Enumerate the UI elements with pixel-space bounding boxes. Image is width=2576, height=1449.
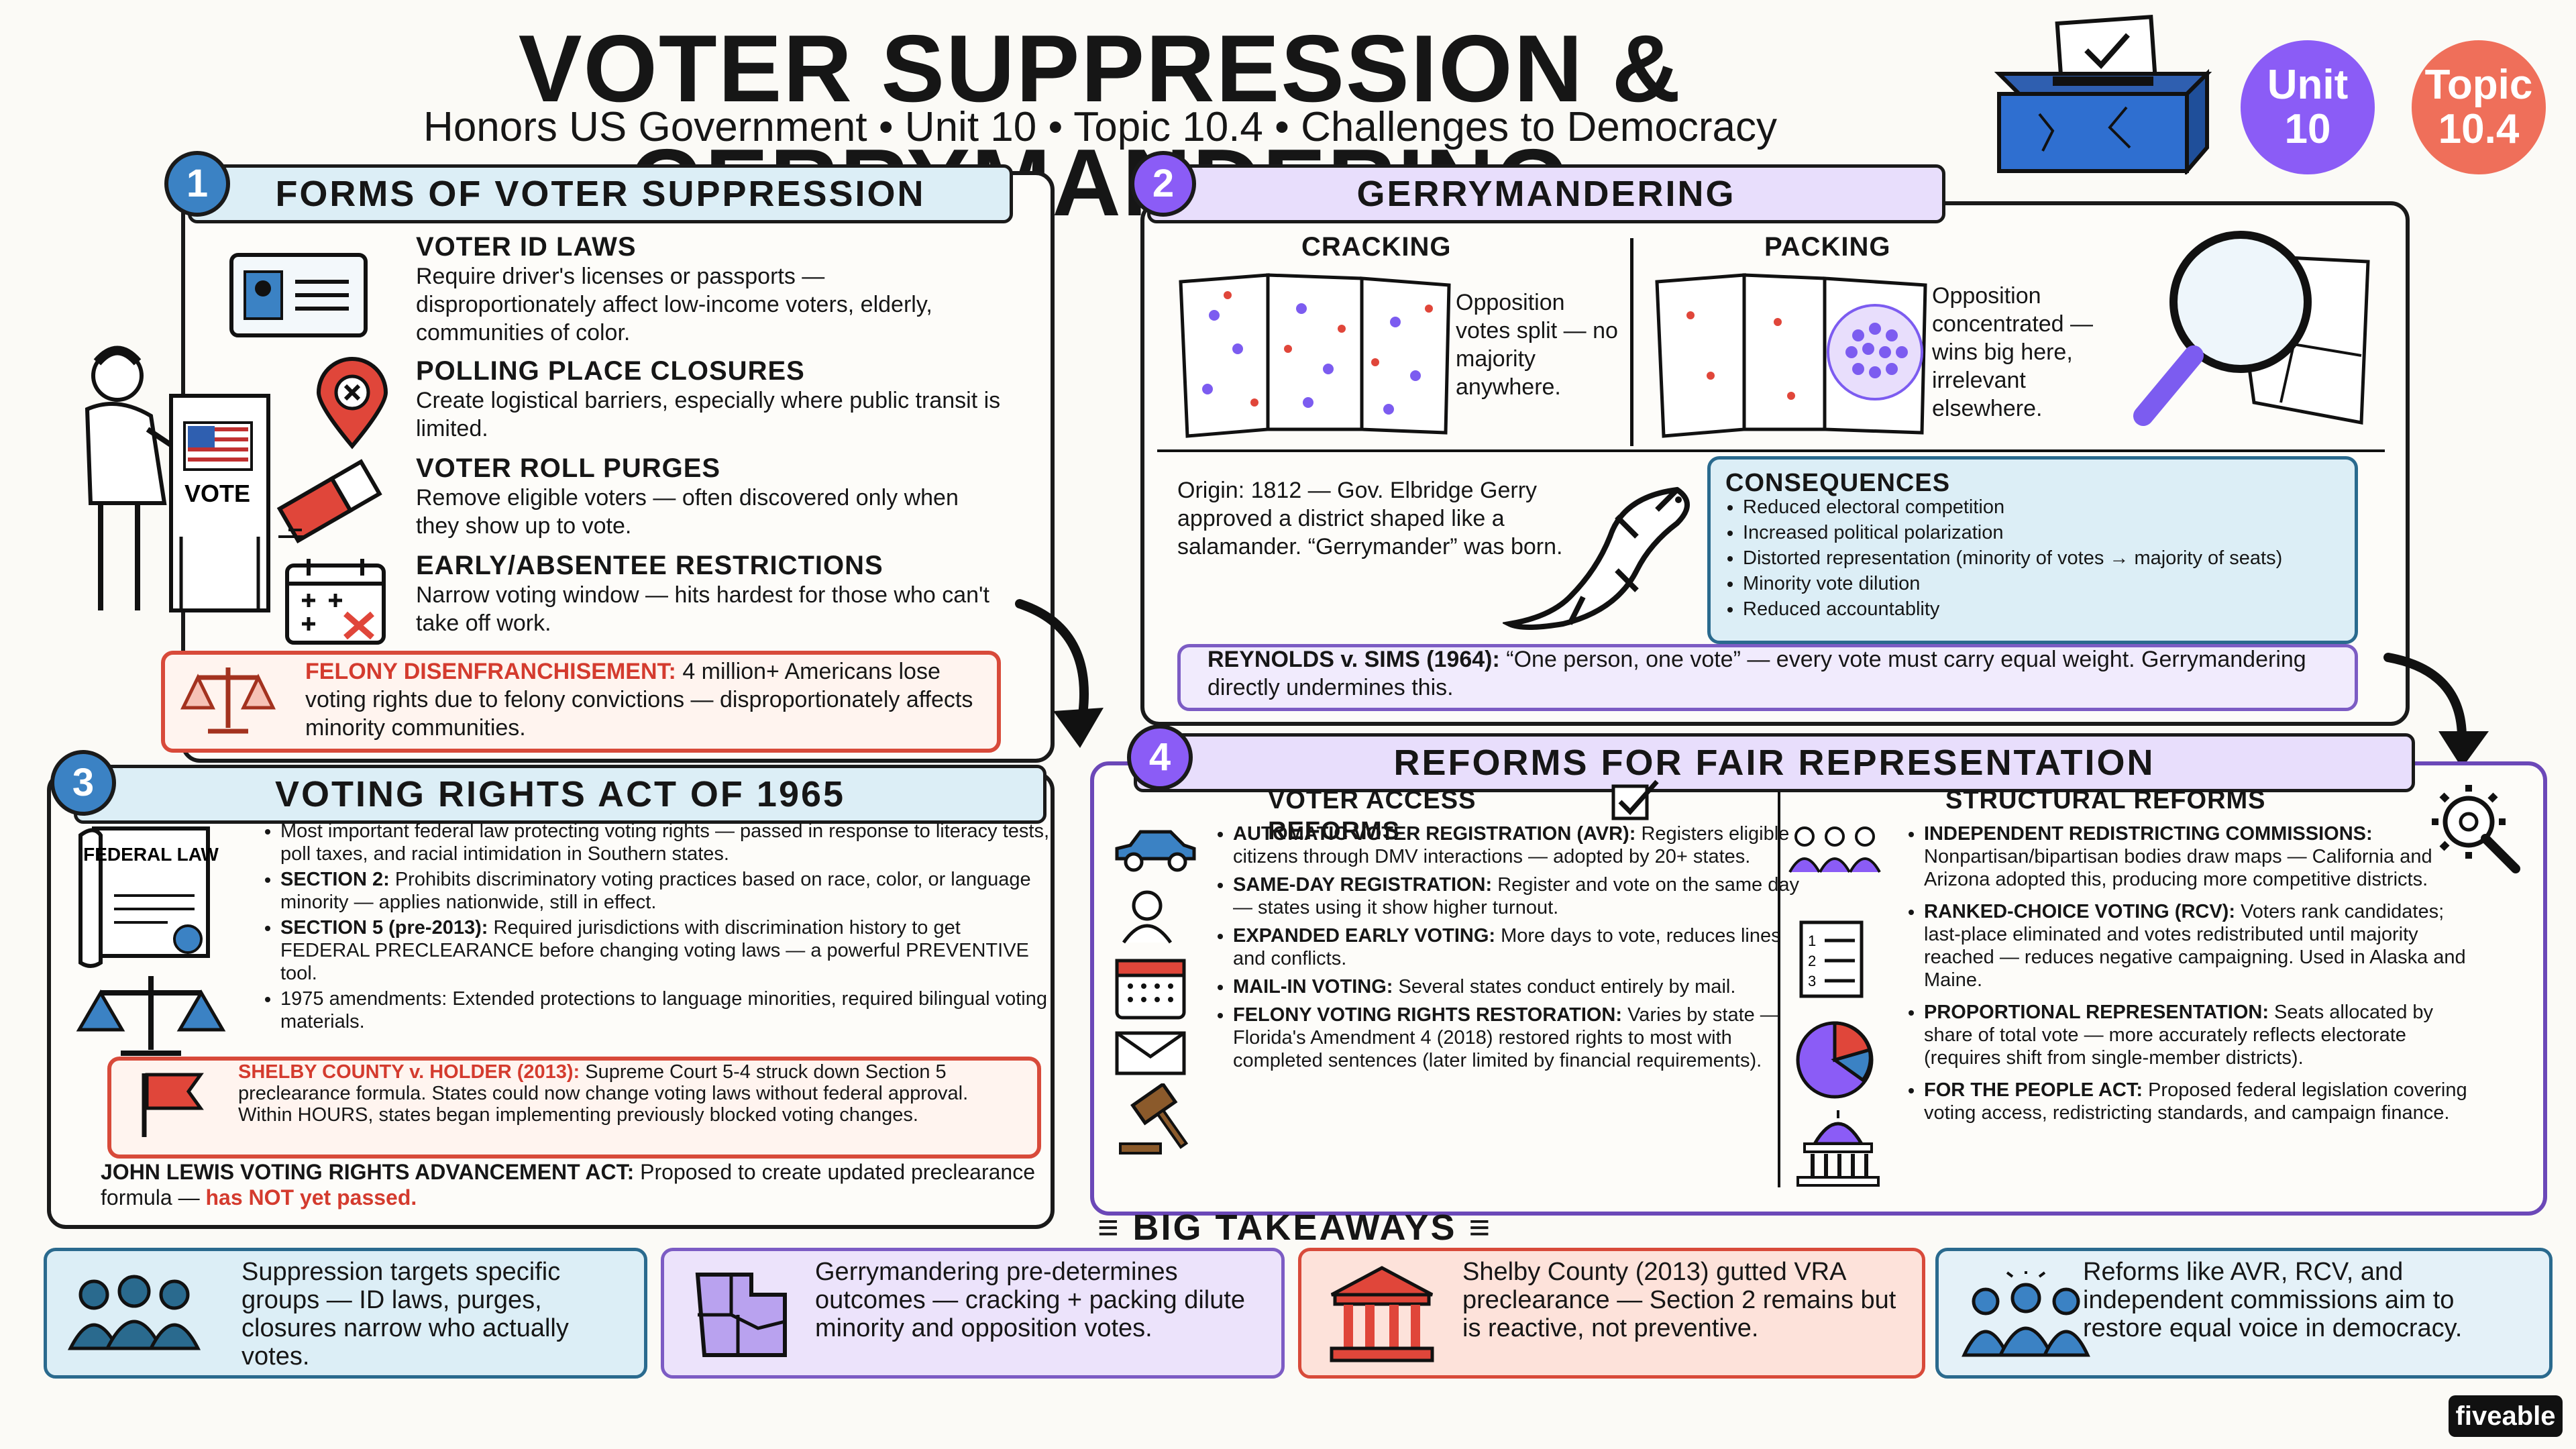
page-subtitle: Honors US Government • Unit 10 • Topic 1…	[423, 104, 1777, 150]
voter-access-list: AUTOMATIC VOTER REGISTRATION (AVR): Regi…	[1208, 822, 1803, 1075]
shelby-text: SHELBY COUNTY v. HOLDER (2013): Supreme …	[238, 1061, 969, 1126]
cracking-text: Opposition votes split — no majority any…	[1456, 290, 1618, 400]
scales-icon	[180, 667, 276, 734]
pie-chart-icon	[1796, 1021, 1874, 1099]
ranked-ballot-icon: 1 2 3	[1799, 920, 1864, 998]
ballot-box-icon	[1994, 15, 2212, 174]
capitol-building-icon	[1796, 1110, 1880, 1187]
district-map-icon	[695, 1273, 787, 1357]
vra-bullet: SECTION 5 (pre-2013): Required jurisdict…	[280, 916, 1052, 985]
vra-bullets: Most important federal law protecting vo…	[255, 820, 1052, 1036]
sparkle-right-icon: ≡	[1468, 1208, 1493, 1248]
sparkle-left-icon: ≡	[1097, 1208, 1133, 1248]
svg-text:2: 2	[1808, 953, 1816, 969]
takeaways-heading: ≡ BIG TAKEAWAYS ≡	[1097, 1208, 1493, 1248]
vra-bullet: Most important federal law protecting vo…	[280, 820, 1052, 865]
structural-reform-item: PROPORTIONAL REPRESENTATION: Seats alloc…	[1924, 1001, 2474, 1069]
section-2-number: 2	[1130, 151, 1196, 217]
section-3-header: VOTING RIGHTS ACT OF 1965	[74, 765, 1046, 824]
takeaway-card-1: Suppression targets specific groups — ID…	[44, 1248, 647, 1379]
john-lewis-act: JOHN LEWIS VOTING RIGHTS ADVANCEMENT ACT…	[101, 1160, 1035, 1210]
felony-disenfranchisement-callout	[161, 651, 1001, 753]
checkbox-icon	[1611, 780, 1659, 820]
section-3-number: 3	[50, 750, 116, 816]
community-icon	[1962, 1271, 2090, 1357]
structural-reform-item: FOR THE PEOPLE ACT: Proposed federal leg…	[1924, 1079, 2474, 1124]
takeaway-text-3: Shelby County (2013) gutted VRA preclear…	[1462, 1258, 1896, 1342]
red-flag-icon	[142, 1073, 204, 1137]
access-reform-item: SAME-DAY REGISTRATION: Register and vote…	[1233, 873, 1803, 919]
cracking-map-illustration	[1179, 273, 1451, 438]
reynolds-text: REYNOLDS v. SIMS (1964): “One person, on…	[1208, 647, 2306, 700]
vra-bullet: 1975 amendments: Extended protections to…	[280, 987, 1052, 1033]
envelope-icon	[1115, 1031, 1186, 1075]
section-1-number: 1	[164, 151, 230, 217]
takeaway-card-3: Shelby County (2013) gutted VRA preclear…	[1298, 1248, 1925, 1379]
structural-reform-item: RANKED-CHOICE VOTING (RCV): Voters rank …	[1924, 900, 2474, 991]
access-reform-item: AUTOMATIC VOTER REGISTRATION (AVR): Regi…	[1233, 822, 1803, 868]
suppression-item-early-absentee: EARLY/ABSENTEE RESTRICTIONS Narrow votin…	[416, 551, 989, 636]
topic-badge: Topic 10.4	[2412, 40, 2546, 174]
section-2-header: GERRYMANDERING	[1147, 164, 1945, 223]
consequences-box: CONSEQUENCES Reduced electoral competiti…	[1707, 456, 2358, 644]
section-4-number: 4	[1127, 724, 1193, 790]
suppression-item-roll-purges: VOTER ROLL PURGES Remove eligible voters…	[416, 453, 959, 539]
access-reform-item: EXPANDED EARLY VOTING: More days to vote…	[1233, 924, 1803, 970]
reynolds-v-sims-callout	[1177, 644, 2358, 711]
structural-reform-item: INDEPENDENT REDISTRICTING COMMISSIONS: N…	[1924, 822, 2474, 891]
magnifying-glass-icon	[2133, 231, 2370, 426]
svg-text:1: 1	[1808, 932, 1816, 949]
section-4-divider	[1778, 792, 1780, 1187]
access-reform-item: MAIL-IN VOTING: Several states conduct e…	[1233, 975, 1803, 998]
calendar-icon	[285, 559, 386, 645]
voter-booth-illustration: VOTE	[85, 345, 270, 612]
section-2-hr	[1157, 449, 2385, 452]
gerrymander-origin: Origin: 1812 — Gov. Elbridge Gerry appro…	[1177, 478, 1563, 559]
federal-law-label: FEDERAL LAW	[83, 844, 219, 865]
flow-arrow-1-to-3	[1015, 599, 1104, 748]
felony-text: FELONY DISENFRANCHISEMENT: 4 million+ Am…	[305, 659, 973, 741]
takeaway-text-2: Gerrymandering pre-determines outcomes —…	[815, 1258, 1246, 1342]
gear-wrench-icon	[2432, 785, 2520, 873]
voter-access-heading: VOTER ACCESS REFORMS	[1268, 786, 1477, 845]
takeaway-card-4: Reforms like AVR, RCV, and independent c…	[1935, 1248, 2553, 1379]
car-icon	[1115, 830, 1196, 872]
packing-map-illustration	[1655, 273, 1927, 438]
gavel-icon	[1119, 1083, 1189, 1155]
cracking-label: CRACKING	[1301, 232, 1452, 262]
federal-law-document-icon: FEDERAL LAW	[78, 826, 219, 968]
structural-heading: STRUCTURAL REFORMS	[1945, 786, 2266, 814]
commission-people-icon	[1788, 826, 1881, 873]
people-icon	[67, 1275, 201, 1350]
salamander-icon	[1503, 486, 1690, 630]
access-reform-item: FELONY VOTING RIGHTS RESTORATION: Varies…	[1233, 1004, 1803, 1072]
consequences-list: Reduced electoral competition Increased …	[1717, 496, 2360, 623]
takeaway-card-2: Gerrymandering pre-determines outcomes —…	[661, 1248, 1285, 1379]
flow-arrow-2-to-4	[2383, 653, 2489, 768]
section-4-header: REFORMS FOR FAIR REPRESENTATION	[1134, 733, 2415, 792]
svg-text:3: 3	[1808, 973, 1816, 989]
calendar-early-voting-icon	[1115, 959, 1186, 1020]
section-1-header: FORMS OF VOTER SUPPRESSION	[188, 164, 1013, 223]
packing-label: PACKING	[1764, 232, 1891, 262]
packing-text: Opposition concentrated — wins big here,…	[1932, 283, 2094, 421]
voter-id-icon	[228, 252, 369, 339]
map-pin-icon	[316, 357, 388, 449]
structural-list: INDEPENDENT REDISTRICTING COMMISSIONS: N…	[1898, 822, 2474, 1127]
courthouse-icon	[1330, 1266, 1434, 1362]
unit-badge: Unit 10	[2241, 40, 2375, 174]
suppression-item-voter-id: VOTER ID LAWS Require driver's licenses …	[416, 232, 932, 345]
cracking-packing-divider	[1630, 238, 1633, 446]
eraser-icon	[276, 459, 382, 543]
takeaway-text-4: Reforms like AVR, RCV, and independent c…	[2083, 1258, 2463, 1342]
person-icon	[1122, 890, 1173, 944]
takeaway-text-1: Suppression targets specific groups — ID…	[241, 1258, 569, 1371]
justice-scales-icon	[76, 976, 226, 1056]
fiveable-logo: fiveable	[2449, 1395, 2563, 1437]
shelby-county-callout	[107, 1057, 1041, 1159]
vote-label: VOTE	[184, 480, 250, 507]
suppression-item-polling-closures: POLLING PLACE CLOSURES Create logistical…	[416, 356, 1001, 441]
vra-bullet: SECTION 2: Prohibits discriminatory voti…	[280, 868, 1052, 914]
